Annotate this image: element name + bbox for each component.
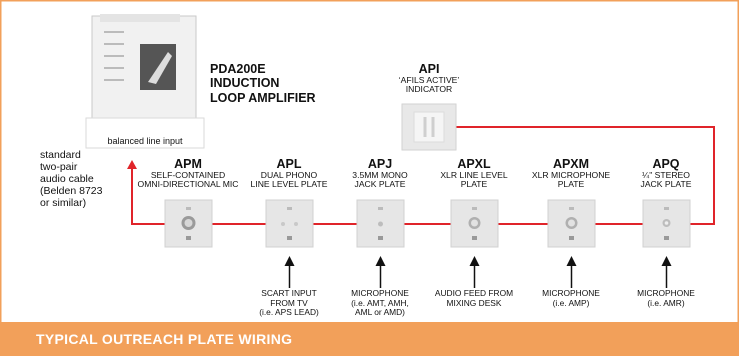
cable-note: standard two-pair audio cable (Belden 87… bbox=[40, 149, 102, 209]
plate-code: APXM bbox=[552, 157, 590, 171]
input-label-apxl: AUDIO FEED FROM MIXING DESK bbox=[434, 288, 514, 308]
input-label-apq: MICROPHONE (i.e. AMR) bbox=[637, 288, 695, 308]
plate-code: APL bbox=[276, 157, 302, 171]
plate-line: ¼" STEREO bbox=[642, 170, 690, 181]
plate-label-apl: APL DUAL PHONO LINE LEVEL PLATE bbox=[250, 157, 328, 190]
cable-note-line: standard bbox=[40, 149, 81, 161]
plate-label-apm: APM SELF-CONTAINED OMNI-DIRECTIONAL MIC bbox=[137, 157, 239, 190]
wire-indicator bbox=[456, 126, 715, 225]
input-line: MICROPHONE bbox=[637, 288, 695, 298]
input-line: (i.e. AMP) bbox=[552, 297, 590, 308]
plate-line: LINE LEVEL PLATE bbox=[250, 179, 328, 190]
arrow-up-icon bbox=[284, 256, 295, 266]
input-arrows bbox=[284, 256, 672, 288]
plate-line: DUAL PHONO bbox=[260, 170, 318, 181]
plate-apxl bbox=[450, 199, 499, 248]
arrow-to-amplifier bbox=[127, 160, 137, 169]
plate-line: PLATE bbox=[460, 179, 488, 190]
arrow-up-icon bbox=[469, 256, 480, 266]
plate-line: XLR LINE LEVEL bbox=[440, 170, 508, 181]
plate-line: SELF-CONTAINED bbox=[150, 170, 226, 181]
footer-title: TYPICAL OUTREACH PLATE WIRING bbox=[36, 331, 293, 347]
input-line: SCART INPUT bbox=[261, 288, 317, 298]
api-indicator-label: API ‘AFILS ACTIVE’ INDICATOR bbox=[398, 62, 460, 95]
input-line: FROM TV bbox=[270, 297, 308, 308]
plate-line: JACK PLATE bbox=[354, 179, 406, 190]
amplifier-title: PDA200E INDUCTION LOOP AMPLIFIER bbox=[210, 62, 316, 105]
wire-main bbox=[131, 168, 690, 225]
plate-label-apxl: APXL XLR LINE LEVEL PLATE bbox=[440, 157, 508, 190]
amplifier-title-line: PDA200E bbox=[210, 62, 266, 76]
amplifier-top bbox=[100, 14, 180, 22]
plate-apl bbox=[265, 199, 314, 248]
footer-banner: TYPICAL OUTREACH PLATE WIRING bbox=[0, 322, 739, 356]
input-line: (i.e. AMR) bbox=[647, 297, 685, 308]
plate-code: APQ bbox=[652, 157, 680, 171]
input-line: MICROPHONE bbox=[542, 288, 600, 298]
input-line: AUDIO FEED FROM bbox=[434, 288, 514, 298]
input-line: (i.e. APS LEAD) bbox=[259, 307, 319, 318]
input-line: MIXING DESK bbox=[446, 297, 502, 308]
arrow-up-icon bbox=[566, 256, 577, 266]
arrow-up-icon bbox=[375, 256, 386, 266]
plate-line: OMNI-DIRECTIONAL MIC bbox=[137, 179, 239, 190]
input-line: MICROPHONE bbox=[351, 288, 409, 298]
plate-code: APJ bbox=[367, 157, 393, 171]
plate-label-apxm: APXM XLR MICROPHONE PLATE bbox=[531, 157, 611, 190]
amplifier-title-line: INDUCTION bbox=[210, 76, 280, 91]
input-label-apxm: MICROPHONE (i.e. AMP) bbox=[542, 288, 600, 308]
plate-code: APM bbox=[174, 157, 202, 171]
plate-apj bbox=[356, 199, 405, 248]
input-label-apl: SCART INPUT FROM TV (i.e. APS LEAD) bbox=[259, 288, 319, 318]
input-line: (i.e. AMT, AMH, bbox=[351, 297, 409, 308]
plate-label-apq: APQ ¼" STEREO JACK PLATE bbox=[640, 157, 692, 190]
amplifier-label-panel bbox=[85, 117, 205, 149]
plate-line: PLATE bbox=[557, 179, 585, 190]
input-label-apj: MICROPHONE (i.e. AMT, AMH, AML or AMD) bbox=[351, 288, 409, 318]
cable-note-line: two-pair bbox=[40, 161, 78, 174]
plate-apm bbox=[164, 199, 213, 248]
plate-apxm bbox=[547, 199, 596, 248]
api-line: ‘AFILS ACTIVE’ bbox=[398, 75, 460, 86]
amplifier-input-label: balanced line input bbox=[107, 136, 183, 146]
amplifier-title-line: LOOP AMPLIFIER bbox=[210, 90, 316, 105]
api-code: API bbox=[418, 62, 440, 76]
arrow-up-icon bbox=[661, 256, 672, 266]
plate-label-apj: APJ 3.5MM MONO JACK PLATE bbox=[352, 157, 408, 190]
plate-line: XLR MICROPHONE bbox=[531, 170, 611, 181]
api-indicator-unit bbox=[401, 103, 457, 151]
api-line: INDICATOR bbox=[405, 84, 453, 95]
cable-note-line: audio cable bbox=[40, 173, 94, 186]
plate-apq bbox=[642, 199, 691, 248]
cable-note-line: or similar) bbox=[40, 197, 87, 210]
input-line: AML or AMD) bbox=[355, 307, 405, 318]
amplifier-unit bbox=[85, 14, 205, 149]
plate-code: APXL bbox=[457, 157, 491, 171]
plate-line: 3.5MM MONO bbox=[352, 170, 408, 181]
plate-line: JACK PLATE bbox=[640, 179, 692, 190]
cable-note-line: (Belden 8723 bbox=[40, 185, 103, 198]
